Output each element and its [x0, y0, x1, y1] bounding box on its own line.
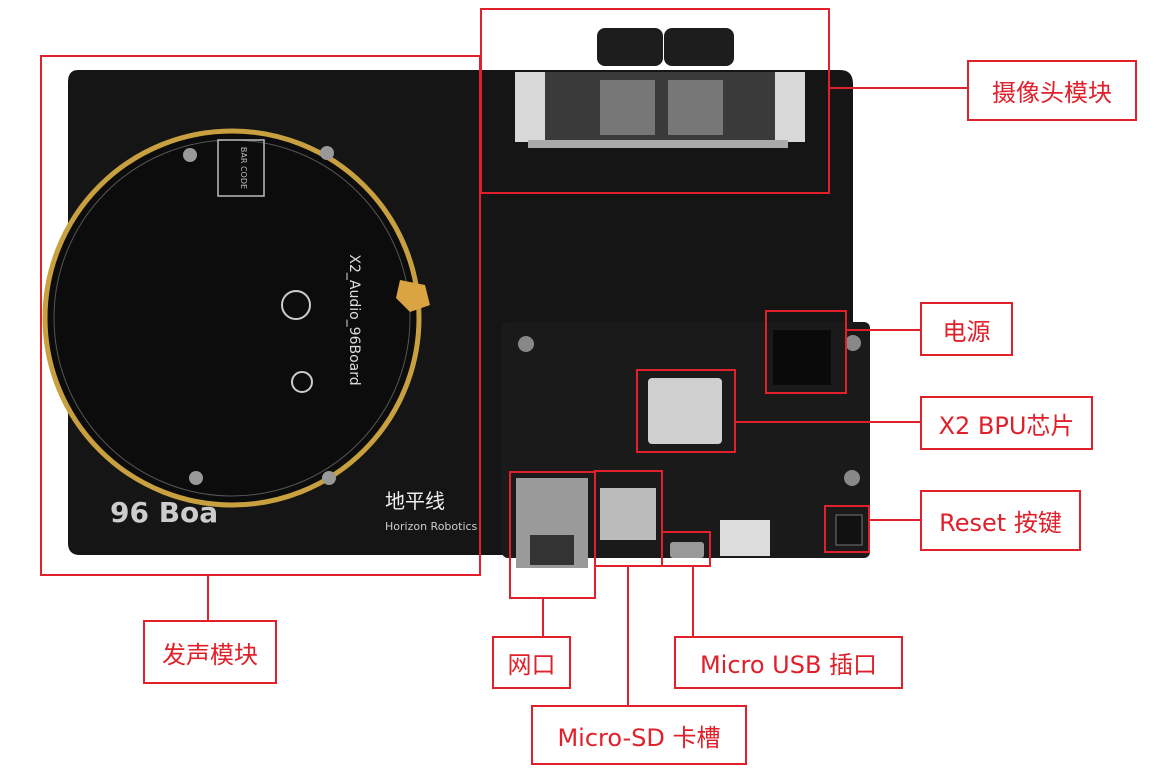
- label-reset-button: Reset 按键: [920, 490, 1081, 551]
- barcode-area: [217, 139, 265, 197]
- sd-region-box: [594, 470, 663, 567]
- usb-region-box: [661, 531, 711, 567]
- chip-region-box: [636, 369, 736, 453]
- label-speaker-module: 发声模块: [143, 620, 277, 684]
- power-region-box: [765, 310, 847, 394]
- reset-region-box: [824, 505, 870, 553]
- label-micro-sd: Micro-SD 卡槽: [531, 705, 747, 765]
- label-ethernet: 网口: [492, 636, 571, 689]
- brand-cn: 地平线: [385, 489, 445, 513]
- horizon-logo-icon: [396, 280, 430, 312]
- label-camera-module: 摄像头模块: [967, 60, 1137, 121]
- audio-board-text: X2_Audio_96Board: [346, 254, 362, 385]
- ethernet-region-box: [509, 471, 596, 599]
- label-micro-usb: Micro USB 插口: [674, 636, 903, 689]
- mic-ring-board: [42, 128, 422, 508]
- camera-region-box: [480, 8, 830, 194]
- 96boards-logo: 96 Boa: [110, 496, 218, 529]
- speaker-region-box: [40, 55, 481, 576]
- barcode-text: BAR CODE: [239, 147, 248, 189]
- brand-en: Horizon Robotics: [385, 520, 478, 533]
- label-x2-bpu-chip: X2 BPU芯片: [920, 396, 1093, 450]
- label-power: 电源: [920, 302, 1013, 356]
- x2-chip: [648, 378, 722, 444]
- sd-slot: [600, 488, 656, 540]
- usb-port: [670, 542, 704, 558]
